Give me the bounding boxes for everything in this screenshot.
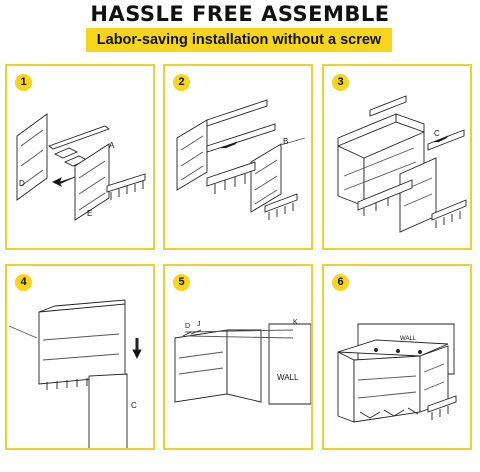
label-e: E — [87, 209, 92, 218]
label-k: K — [293, 319, 298, 326]
step-number-badge: 3 — [332, 74, 349, 91]
label-c: C — [131, 401, 137, 410]
step-6-panel: 6 WALL — [322, 264, 472, 450]
step-2-illustration: B — [176, 99, 306, 220]
step-number-badge: 4 — [15, 274, 32, 291]
step-5-illustration: D J K WALL — [174, 319, 311, 405]
step-2-panel: 2 B — [163, 64, 313, 250]
page-title: HASSLE FREE ASSEMBLE — [90, 2, 390, 26]
label-j: J — [197, 321, 201, 328]
step-5-panel: 5 D J K WALL — [163, 264, 313, 450]
label-c: C — [434, 129, 440, 138]
step-4-panel: 4 C — [5, 264, 155, 450]
step-number-badge: 6 — [332, 274, 349, 291]
step-3-panel: 3 C — [322, 64, 472, 250]
step-4-illustration: C — [8, 299, 142, 448]
label-d: D — [185, 323, 190, 330]
label-b: B — [283, 137, 288, 146]
step-number-badge: 1 — [15, 74, 32, 91]
label-wall: WALL — [277, 373, 299, 382]
step-1-panel: 1 A D E — [5, 64, 155, 250]
step-number-badge: 5 — [173, 274, 190, 291]
subtitle-banner: Labor-saving installation without a scre… — [86, 28, 392, 52]
step-1-illustration: A D E — [16, 113, 146, 221]
step-3-illustration: C — [337, 95, 467, 233]
label-d: D — [19, 179, 25, 188]
label-a: A — [109, 141, 115, 150]
step-6-illustration: WALL — [337, 323, 457, 423]
step-number-badge: 2 — [173, 74, 190, 91]
label-wall: WALL — [400, 336, 417, 342]
